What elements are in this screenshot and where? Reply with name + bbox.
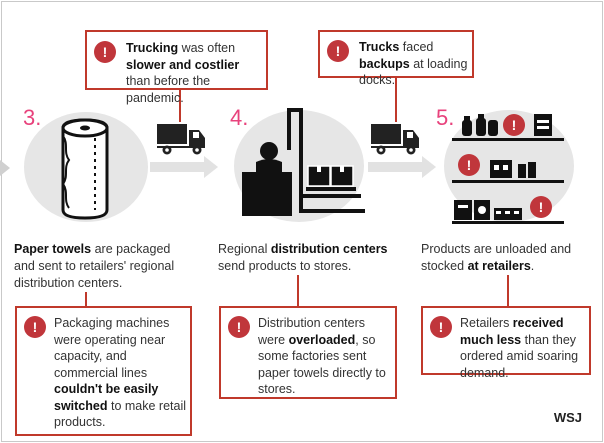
alert-icon: !	[228, 316, 250, 338]
alert-icon: !	[530, 196, 552, 218]
alert-icon: !	[327, 40, 349, 62]
retailers-alert-text: Retailers received much less than they o…	[460, 316, 579, 380]
truck-icon	[157, 124, 205, 155]
step-4-description: Regional distribution centers send produ…	[218, 242, 388, 273]
step-number: 4.	[230, 105, 249, 130]
packaging-alert-text: Packaging machines were operating near c…	[54, 316, 187, 429]
retailers-alert-box: ! Retailers received much less than they…	[421, 306, 591, 380]
store-shelves-icon	[452, 114, 564, 224]
connector-line	[395, 78, 397, 122]
connector-line	[179, 90, 181, 122]
alert-icon: !	[24, 316, 46, 338]
trucks-backup-alert-text: Trucks faced backups at loading docks.	[359, 40, 468, 87]
packaging-alert-box: ! Packaging machines were operating near…	[15, 306, 192, 436]
connector-line	[507, 275, 509, 307]
trucking-alert-box: ! Trucking was often slower and costlier…	[85, 30, 268, 105]
distribution-alert-box: ! Distribution centers were overloaded, …	[219, 306, 397, 399]
connector-line	[85, 292, 87, 307]
trucks-backup-alert-box: ! Trucks faced backups at loading docks.	[318, 30, 474, 87]
flow-arrow-4-to-5	[368, 156, 436, 178]
step-3-description: Paper towels are packaged and sent to re…	[14, 242, 175, 290]
distribution-alert-text: Distribution centers were overloaded, so…	[258, 316, 386, 396]
alert-icon: !	[458, 154, 480, 176]
flow-arrow-3-to-4	[150, 156, 218, 178]
paper-towel-icon	[61, 118, 109, 220]
forklift-icon	[242, 108, 365, 216]
connector-line	[297, 275, 299, 307]
alert-icon: !	[94, 41, 116, 63]
flow-arrow-left	[0, 160, 10, 176]
alert-icon: !	[430, 316, 452, 338]
alert-icon: !	[503, 114, 525, 136]
source-credit: WSJ	[553, 410, 582, 425]
step-number: 3.	[23, 105, 42, 130]
trucking-alert-text: Trucking was often slower and costlier t…	[126, 41, 240, 105]
step-number: 5.	[436, 105, 455, 130]
step-5-description: Products are unloaded and stocked at ret…	[421, 242, 572, 273]
truck-icon	[371, 124, 419, 155]
